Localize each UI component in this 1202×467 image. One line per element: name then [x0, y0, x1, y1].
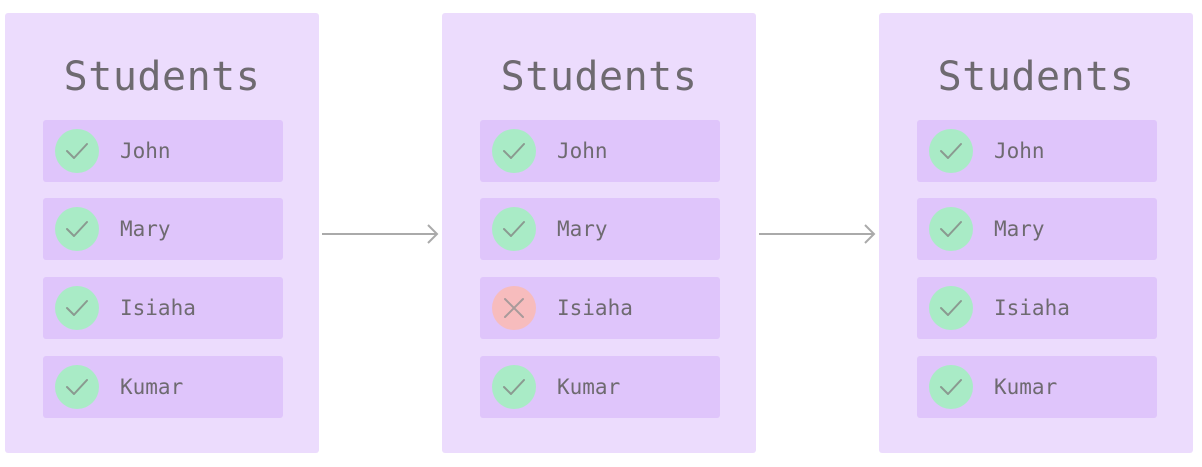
panel-title: Students [500, 54, 698, 100]
student-row-mary: Mary [43, 198, 283, 260]
student-name: Mary [120, 217, 171, 241]
check-icon [492, 129, 536, 173]
student-row-mary: Mary [480, 198, 720, 260]
student-name: Mary [994, 217, 1045, 241]
check-icon [492, 207, 536, 251]
student-name: Kumar [557, 375, 621, 399]
cross-icon [492, 286, 536, 330]
panel-title: Students [937, 54, 1135, 100]
check-icon [929, 286, 973, 330]
check-icon [929, 207, 973, 251]
check-icon [55, 286, 99, 330]
right-arrow-icon [759, 224, 876, 244]
check-icon [55, 365, 99, 409]
check-icon [55, 129, 99, 173]
right-arrow-icon [322, 224, 439, 244]
student-name: Mary [557, 217, 608, 241]
student-row-kumar: Kumar [480, 356, 720, 418]
student-name: John [557, 139, 608, 163]
student-name: Isiaha [120, 296, 196, 320]
student-row-isiaha: Isiaha [917, 277, 1157, 339]
student-name: Kumar [994, 375, 1058, 399]
student-name: Kumar [120, 375, 184, 399]
student-name: Isiaha [994, 296, 1070, 320]
check-icon [929, 129, 973, 173]
student-name: John [120, 139, 171, 163]
check-icon [492, 365, 536, 409]
student-name: John [994, 139, 1045, 163]
student-row-isiaha: Isiaha [43, 277, 283, 339]
student-row-john: John [43, 120, 283, 182]
students-panel-2: Students John Mary Isiaha Kumar [442, 13, 756, 453]
student-row-mary: Mary [917, 198, 1157, 260]
student-row-kumar: Kumar [917, 356, 1157, 418]
student-row-john: John [917, 120, 1157, 182]
student-row-kumar: Kumar [43, 356, 283, 418]
students-panel-1: Students John Mary Isiaha Kumar [5, 13, 319, 453]
check-icon [929, 365, 973, 409]
student-row-isiaha: Isiaha [480, 277, 720, 339]
panel-title: Students [63, 54, 261, 100]
students-panel-3: Students John Mary Isiaha Kumar [879, 13, 1193, 453]
student-name: Isiaha [557, 296, 633, 320]
student-row-john: John [480, 120, 720, 182]
check-icon [55, 207, 99, 251]
